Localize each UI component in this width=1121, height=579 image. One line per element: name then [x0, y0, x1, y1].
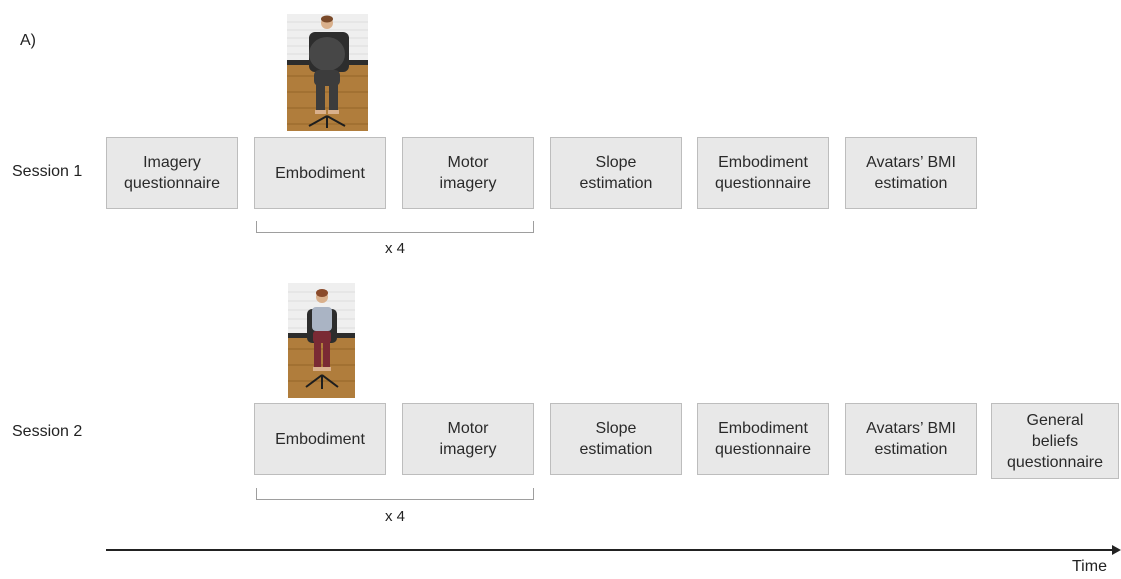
timeline-axis	[106, 549, 1114, 551]
step-box: Imagery questionnaire	[106, 137, 238, 209]
arrowhead-icon	[1112, 545, 1121, 555]
step-box: Motor imagery	[402, 403, 534, 475]
avatar-image-session-1	[287, 14, 368, 131]
repeat-label: x 4	[385, 508, 406, 525]
step-box: Avatars’ BMI estimation	[845, 137, 977, 209]
step-box: Embodiment questionnaire	[697, 403, 829, 475]
repeat-label: x 4	[385, 240, 406, 257]
step-box: Embodiment	[254, 403, 386, 475]
repeat-bracket	[256, 488, 534, 500]
repeat-bracket	[256, 221, 534, 233]
session-1-label: Session 1	[12, 163, 83, 180]
step-box: Embodiment	[254, 137, 386, 209]
step-box: Embodiment questionnaire	[697, 137, 829, 209]
step-box: Slope estimation	[550, 403, 682, 475]
step-box: Motor imagery	[402, 137, 534, 209]
avatar-image-session-2	[288, 283, 355, 398]
session-2-label: Session 2	[12, 423, 83, 440]
time-label: Time	[1072, 558, 1107, 575]
panel-label: A)	[20, 32, 36, 49]
step-box: General beliefs questionnaire	[991, 403, 1119, 479]
step-box: Avatars’ BMI estimation	[845, 403, 977, 475]
step-box: Slope estimation	[550, 137, 682, 209]
